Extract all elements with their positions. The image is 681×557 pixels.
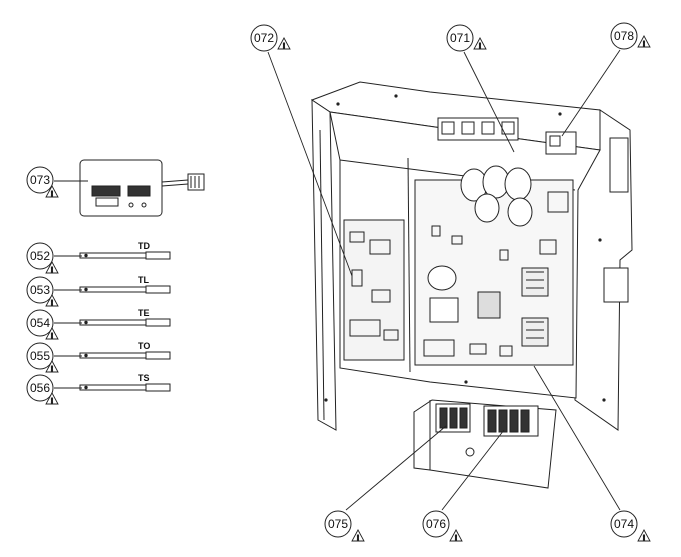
warning-triangles: ! ! ! ! ! ! ! ! ! ! ! ! xyxy=(45,35,651,542)
callout-078: 078 xyxy=(610,22,638,50)
left-frame-panel xyxy=(311,99,337,431)
callout-053: 053 xyxy=(26,276,54,304)
callout-074: 074 xyxy=(610,510,638,538)
svg-text:!: ! xyxy=(50,365,53,373)
transformer xyxy=(429,297,459,323)
svg-text:052: 052 xyxy=(30,249,50,263)
callout-056: 056 xyxy=(26,374,54,402)
svg-text:!: ! xyxy=(50,332,53,340)
sensor-ts xyxy=(79,383,171,392)
svg-text:075: 075 xyxy=(328,517,348,531)
callout-072: 072 xyxy=(250,24,278,52)
svg-text:072: 072 xyxy=(254,31,274,45)
svg-text:!: ! xyxy=(50,190,53,198)
warning-triangle-icon: ! xyxy=(45,294,59,307)
capacitors xyxy=(427,165,533,291)
sensor-label-te: TE xyxy=(138,308,150,318)
control-box-assembly xyxy=(310,81,633,489)
warning-triangle-icon: ! xyxy=(351,529,365,542)
warning-triangle-icon: ! xyxy=(473,37,487,50)
sensor-to xyxy=(79,351,171,360)
svg-text:!: ! xyxy=(454,534,457,542)
svg-text:074: 074 xyxy=(614,517,634,531)
warning-triangle-icon: ! xyxy=(637,35,651,48)
svg-text:!: ! xyxy=(50,299,53,307)
callout-075: 075 xyxy=(324,510,352,538)
svg-text:073: 073 xyxy=(30,173,50,187)
svg-text:!: ! xyxy=(50,397,53,405)
svg-text:!: ! xyxy=(478,42,481,50)
svg-text:054: 054 xyxy=(30,316,50,330)
callout-073: 073 xyxy=(26,166,54,194)
warning-triangle-icon: ! xyxy=(637,529,651,542)
sensor-td xyxy=(79,251,171,260)
relay-078 xyxy=(545,131,577,155)
warning-triangle-icon: ! xyxy=(45,360,59,373)
svg-text:053: 053 xyxy=(30,283,50,297)
terminal-block-075 xyxy=(435,403,471,433)
svg-text:071: 071 xyxy=(450,31,470,45)
warning-triangle-icon: ! xyxy=(449,529,463,542)
warning-triangle-icon: ! xyxy=(45,392,59,405)
leader-lines xyxy=(54,49,621,511)
warning-triangle-icon: ! xyxy=(277,37,291,50)
terminal-block-076 xyxy=(465,405,539,457)
fan-motor-housing xyxy=(603,267,629,303)
sensor-label-ts: TS xyxy=(138,373,150,383)
svg-text:056: 056 xyxy=(30,381,50,395)
sensor-tl xyxy=(79,285,171,294)
svg-text:055: 055 xyxy=(30,349,50,363)
sensor-label-to: TO xyxy=(138,341,150,351)
svg-text:!: ! xyxy=(642,40,645,48)
svg-text:076: 076 xyxy=(426,517,446,531)
svg-text:!: ! xyxy=(642,534,645,542)
warning-triangle-icon: ! xyxy=(45,327,59,340)
callout-052: 052 xyxy=(26,242,54,270)
svg-text:!: ! xyxy=(282,42,285,50)
sensor-module-073 xyxy=(79,159,205,217)
sensor-te xyxy=(79,318,171,327)
callout-055: 055 xyxy=(26,342,54,370)
warning-triangle-icon: ! xyxy=(45,185,59,198)
svg-text:!: ! xyxy=(50,266,53,274)
sensor-label-tl: TL xyxy=(138,275,149,285)
callout-076: 076 xyxy=(422,510,450,538)
svg-text:078: 078 xyxy=(614,29,634,43)
callout-054: 054 xyxy=(26,309,54,337)
warning-triangle-icon: ! xyxy=(45,261,59,274)
sensor-label-td: TD xyxy=(138,241,150,251)
heat-sink xyxy=(437,117,519,141)
callout-071: 071 xyxy=(446,24,474,52)
inductors xyxy=(477,267,549,347)
svg-text:!: ! xyxy=(356,534,359,542)
